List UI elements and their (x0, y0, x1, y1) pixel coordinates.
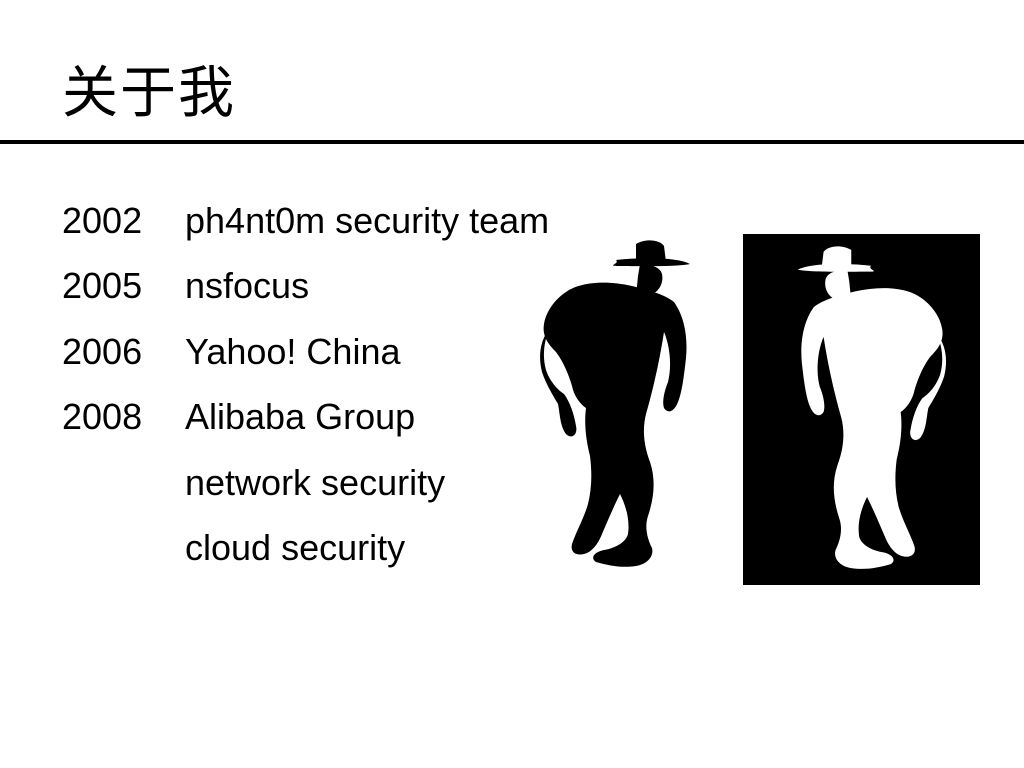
timeline-list: 2002 ph4nt0m security team 2005 nsfocus … (62, 188, 549, 581)
cowboy-silhouette-icon (540, 240, 690, 567)
cowboy-silhouette-inverted-icon (797, 246, 947, 569)
timeline-year: 2005 (62, 265, 143, 307)
slide-title: 关于我 (62, 61, 236, 126)
timeline-item: 2002 ph4nt0m security team (62, 188, 549, 254)
timeline-label: Alibaba Group (185, 396, 416, 438)
inverted-image-panel (743, 234, 980, 585)
timeline-label: ph4nt0m security team (185, 199, 550, 241)
timeline-label: nsfocus (185, 265, 310, 307)
timeline-year: 2008 (62, 396, 143, 438)
timeline-label: network security (185, 461, 446, 503)
timeline-item: 2005 nsfocus (62, 254, 549, 320)
timeline-item: 2008 Alibaba Group (62, 385, 549, 451)
timeline-item: network security (62, 450, 549, 516)
timeline-item: 2006 Yahoo! China (62, 319, 549, 385)
timeline-year: 2002 (62, 199, 143, 241)
title-divider (0, 140, 1024, 144)
timeline-item: cloud security (62, 516, 549, 582)
timeline-year: 2006 (62, 330, 143, 372)
timeline-label: Yahoo! China (185, 330, 401, 372)
timeline-label: cloud security (185, 527, 406, 569)
